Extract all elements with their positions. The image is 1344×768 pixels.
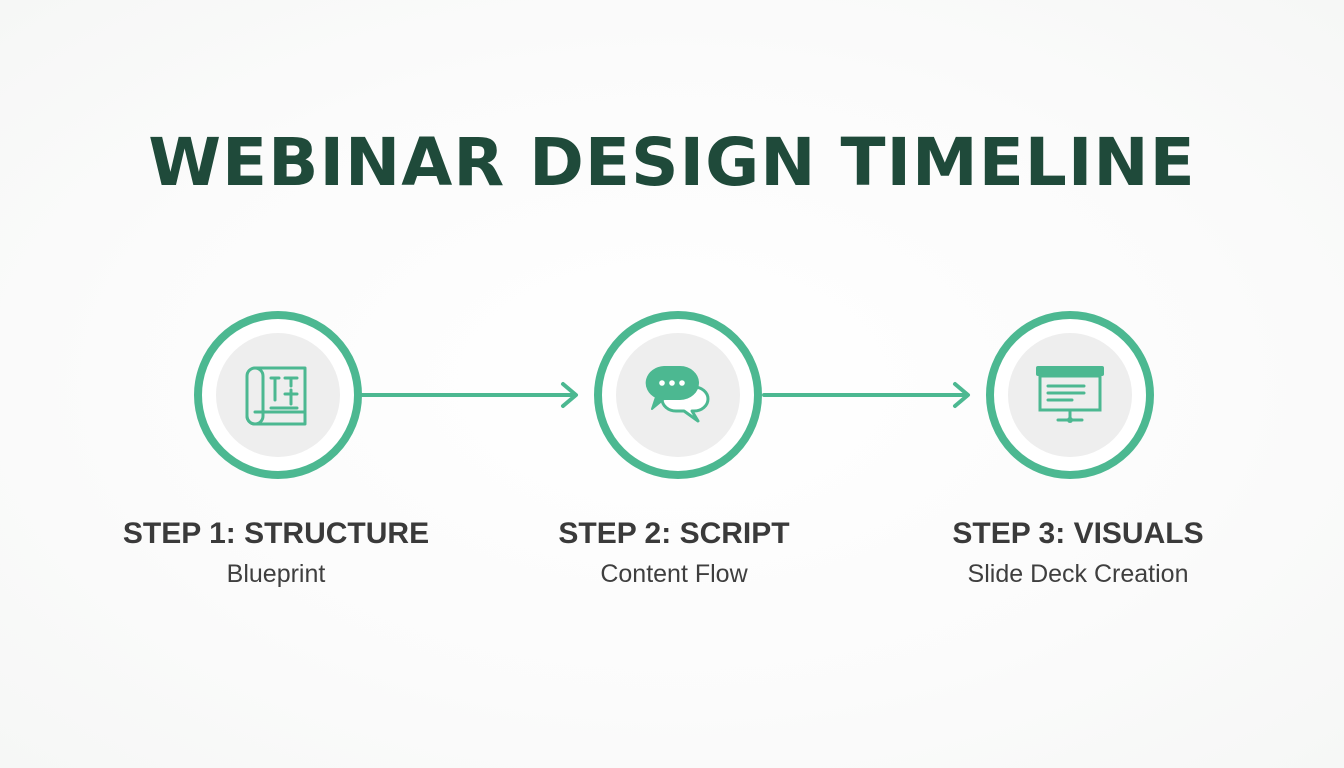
step-3-title: STEP 3: VISUALS [952,517,1204,550]
arrow-step2-to-step3 [762,382,970,408]
step-1-subtitle: Blueprint [226,560,326,588]
page-title: WEBINAR DESIGN TIMELINE [148,124,1196,201]
step-2-icon-background [616,333,740,457]
step-1-title: STEP 1: STRUCTURE [122,517,430,550]
step-3-circle [986,311,1154,479]
step-3-icon-background [1008,333,1132,457]
step-1-circle [194,311,362,479]
step-1-icon-background [216,333,340,457]
step-3-subtitle: Slide Deck Creation [967,560,1189,588]
step-2-circle [594,311,762,479]
presentation-screen-icon [1036,366,1104,423]
chat-bubbles-icon [645,366,710,423]
step-2-title: STEP 2: SCRIPT [558,517,790,550]
step-2-subtitle: Content Flow [600,560,748,588]
blueprint-icon [245,366,307,426]
arrow-step1-to-step2 [360,382,578,408]
